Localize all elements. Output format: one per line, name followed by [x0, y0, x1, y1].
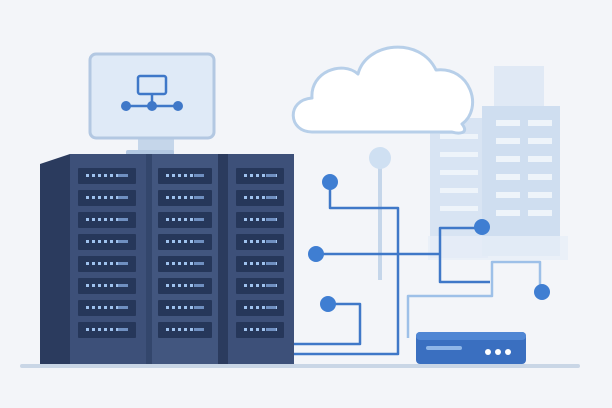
server-unit — [236, 300, 284, 316]
server-unit — [236, 278, 284, 294]
server-unit — [236, 256, 284, 272]
server-unit — [158, 168, 212, 184]
server-unit — [158, 234, 212, 250]
server-unit — [158, 212, 212, 228]
server-unit — [78, 168, 136, 184]
server-unit — [236, 234, 284, 250]
cloud-icon — [291, 45, 474, 135]
server-unit — [158, 322, 212, 338]
server-unit — [78, 300, 136, 316]
server-unit — [158, 256, 212, 272]
server-unit — [236, 190, 284, 206]
server-unit — [158, 300, 212, 316]
office-building-icon — [428, 66, 568, 260]
network-node-icon — [308, 174, 550, 312]
server-unit — [158, 278, 212, 294]
rack-3 — [218, 154, 294, 364]
server-unit — [236, 168, 284, 184]
rack-2 — [146, 154, 218, 364]
server-unit — [78, 256, 136, 272]
monitor-icon — [88, 52, 216, 156]
server-unit — [236, 322, 284, 338]
network-topology-icon — [121, 74, 183, 111]
server-unit — [236, 212, 284, 228]
ground-line — [20, 364, 580, 368]
server-unit — [78, 322, 136, 338]
server-unit — [78, 234, 136, 250]
router-icon — [416, 332, 526, 364]
server-unit — [158, 190, 212, 206]
antenna-node-icon — [369, 147, 391, 280]
server-unit — [78, 278, 136, 294]
rack-1 — [40, 154, 146, 364]
server-rack-icon — [40, 154, 294, 364]
server-unit — [78, 212, 136, 228]
network-connections — [292, 184, 542, 356]
server-unit — [78, 190, 136, 206]
